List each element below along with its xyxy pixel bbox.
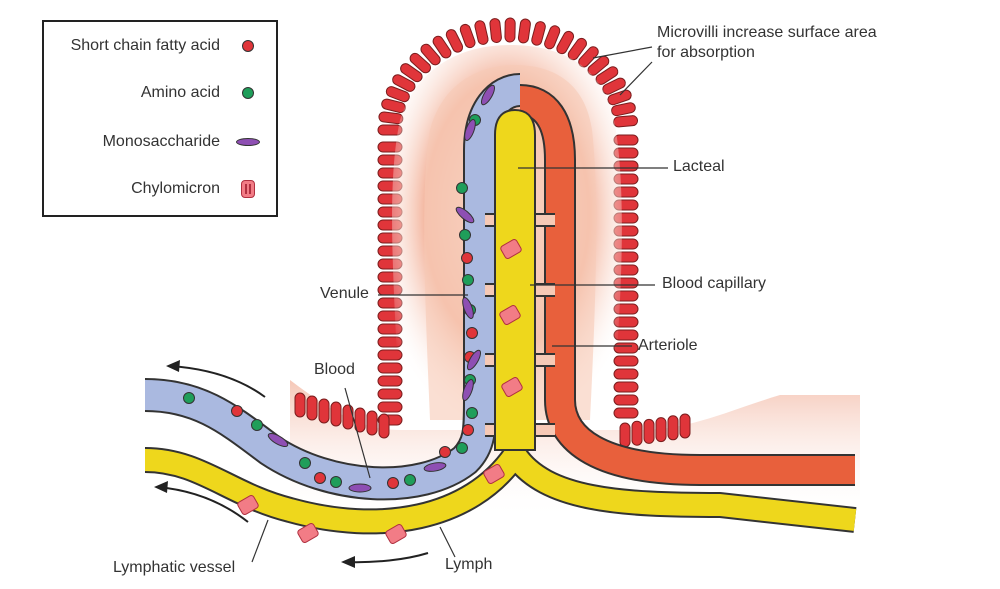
fatty-acid <box>231 405 243 417</box>
microvillus <box>377 401 403 413</box>
monosaccharide <box>348 483 372 493</box>
monosaccharide <box>481 84 495 106</box>
fatty-acid <box>461 252 473 264</box>
microvillus <box>409 52 432 74</box>
amino-acid <box>459 229 471 241</box>
microvillus <box>679 413 691 439</box>
purple-ellipse-icon <box>236 138 260 146</box>
microvillus <box>531 21 546 46</box>
amino-acid <box>466 407 478 419</box>
chylomicron <box>501 377 523 397</box>
amino-acid <box>299 457 311 469</box>
label-lymph: Lymph <box>445 556 493 573</box>
fatty-acid <box>466 327 478 339</box>
chylomicron-icon <box>241 180 255 198</box>
fatty-acid <box>462 424 474 436</box>
chylomicron <box>499 305 521 325</box>
microvillus <box>330 401 342 427</box>
chylomicron <box>483 464 505 484</box>
microvillus <box>354 407 366 433</box>
microvillus <box>613 368 639 380</box>
chylomicron <box>297 523 319 543</box>
microvillus <box>432 35 452 59</box>
label-arteriole: Arteriole <box>638 337 698 354</box>
microvillus <box>377 388 403 400</box>
legend: Short chain fatty acid Amino acid Monosa… <box>42 20 278 217</box>
fatty-acid <box>387 477 399 489</box>
particles <box>183 84 523 544</box>
microvillus <box>420 43 441 66</box>
legend-label: Amino acid <box>140 84 220 101</box>
legend-item-chylomicron: Chylomicron <box>131 177 276 201</box>
microvillus <box>385 86 410 103</box>
legend-label: Monosaccharide <box>102 133 220 150</box>
legend-label: Short chain fatty acid <box>70 37 220 54</box>
monosaccharide <box>462 297 474 319</box>
microvillus <box>556 30 575 55</box>
microvillus <box>318 398 330 424</box>
legend-item-short-chain-fatty-acid: Short chain fatty acid <box>71 34 276 58</box>
amino-acid <box>462 274 474 286</box>
chylomicron <box>237 495 259 515</box>
microvillus <box>366 410 378 436</box>
microvillus <box>613 342 639 354</box>
microvillus <box>400 63 423 83</box>
amino-acid <box>183 392 195 404</box>
amino-acid <box>251 419 263 431</box>
label-microvilli-1: Microvilli increase surface area <box>657 24 877 41</box>
microvillus <box>655 417 667 443</box>
microvillus <box>378 413 390 439</box>
amino-acid <box>456 182 468 194</box>
fatty-acid <box>314 472 326 484</box>
microvillus <box>613 394 639 406</box>
monosaccharide <box>467 349 481 371</box>
legend-item-amino-acid: Amino acid <box>141 81 276 105</box>
amino-acid <box>330 476 342 488</box>
microvillus <box>294 392 306 418</box>
monosaccharide <box>464 119 476 141</box>
lacteal <box>494 108 536 451</box>
microvillus <box>504 17 516 43</box>
legend-label: Chylomicron <box>131 180 220 197</box>
fatty-acid <box>439 446 451 458</box>
microvillus <box>619 422 631 448</box>
green-dot-icon <box>242 87 254 99</box>
microvillus <box>445 29 464 53</box>
monosaccharide <box>267 433 289 447</box>
leader-lines <box>251 46 668 563</box>
microvillus <box>517 18 531 44</box>
label-blood-capillary: Blood capillary <box>662 275 767 292</box>
microvillus <box>544 25 561 50</box>
microvillus <box>631 420 643 446</box>
label-lymphatic-vessel: Lymphatic vessel <box>113 559 236 576</box>
label-blood: Blood <box>314 361 355 378</box>
amino-acid <box>456 442 468 454</box>
amino-acid <box>404 474 416 486</box>
microvillus <box>613 381 639 393</box>
microvillus <box>643 418 655 444</box>
chylomicron <box>385 524 407 544</box>
chylomicron <box>500 239 522 259</box>
monosaccharide <box>423 462 447 472</box>
microvillus <box>613 115 639 128</box>
monosaccharide <box>455 206 475 224</box>
monosaccharide <box>462 379 474 401</box>
red-dot-icon <box>242 40 254 52</box>
label-microvilli-2: for absorption <box>657 44 755 61</box>
microvillus <box>459 23 476 49</box>
microvillus <box>667 415 679 441</box>
microvillus <box>613 407 639 419</box>
label-venule: Venule <box>320 285 369 302</box>
label-lacteal: Lacteal <box>673 158 725 175</box>
microvillus <box>613 355 639 367</box>
microvillus <box>489 18 502 44</box>
microvillus <box>306 395 318 421</box>
microvillus <box>474 20 489 45</box>
microvillus <box>392 74 416 92</box>
legend-item-monosaccharide: Monosaccharide <box>103 130 276 154</box>
microvillus <box>342 404 354 430</box>
